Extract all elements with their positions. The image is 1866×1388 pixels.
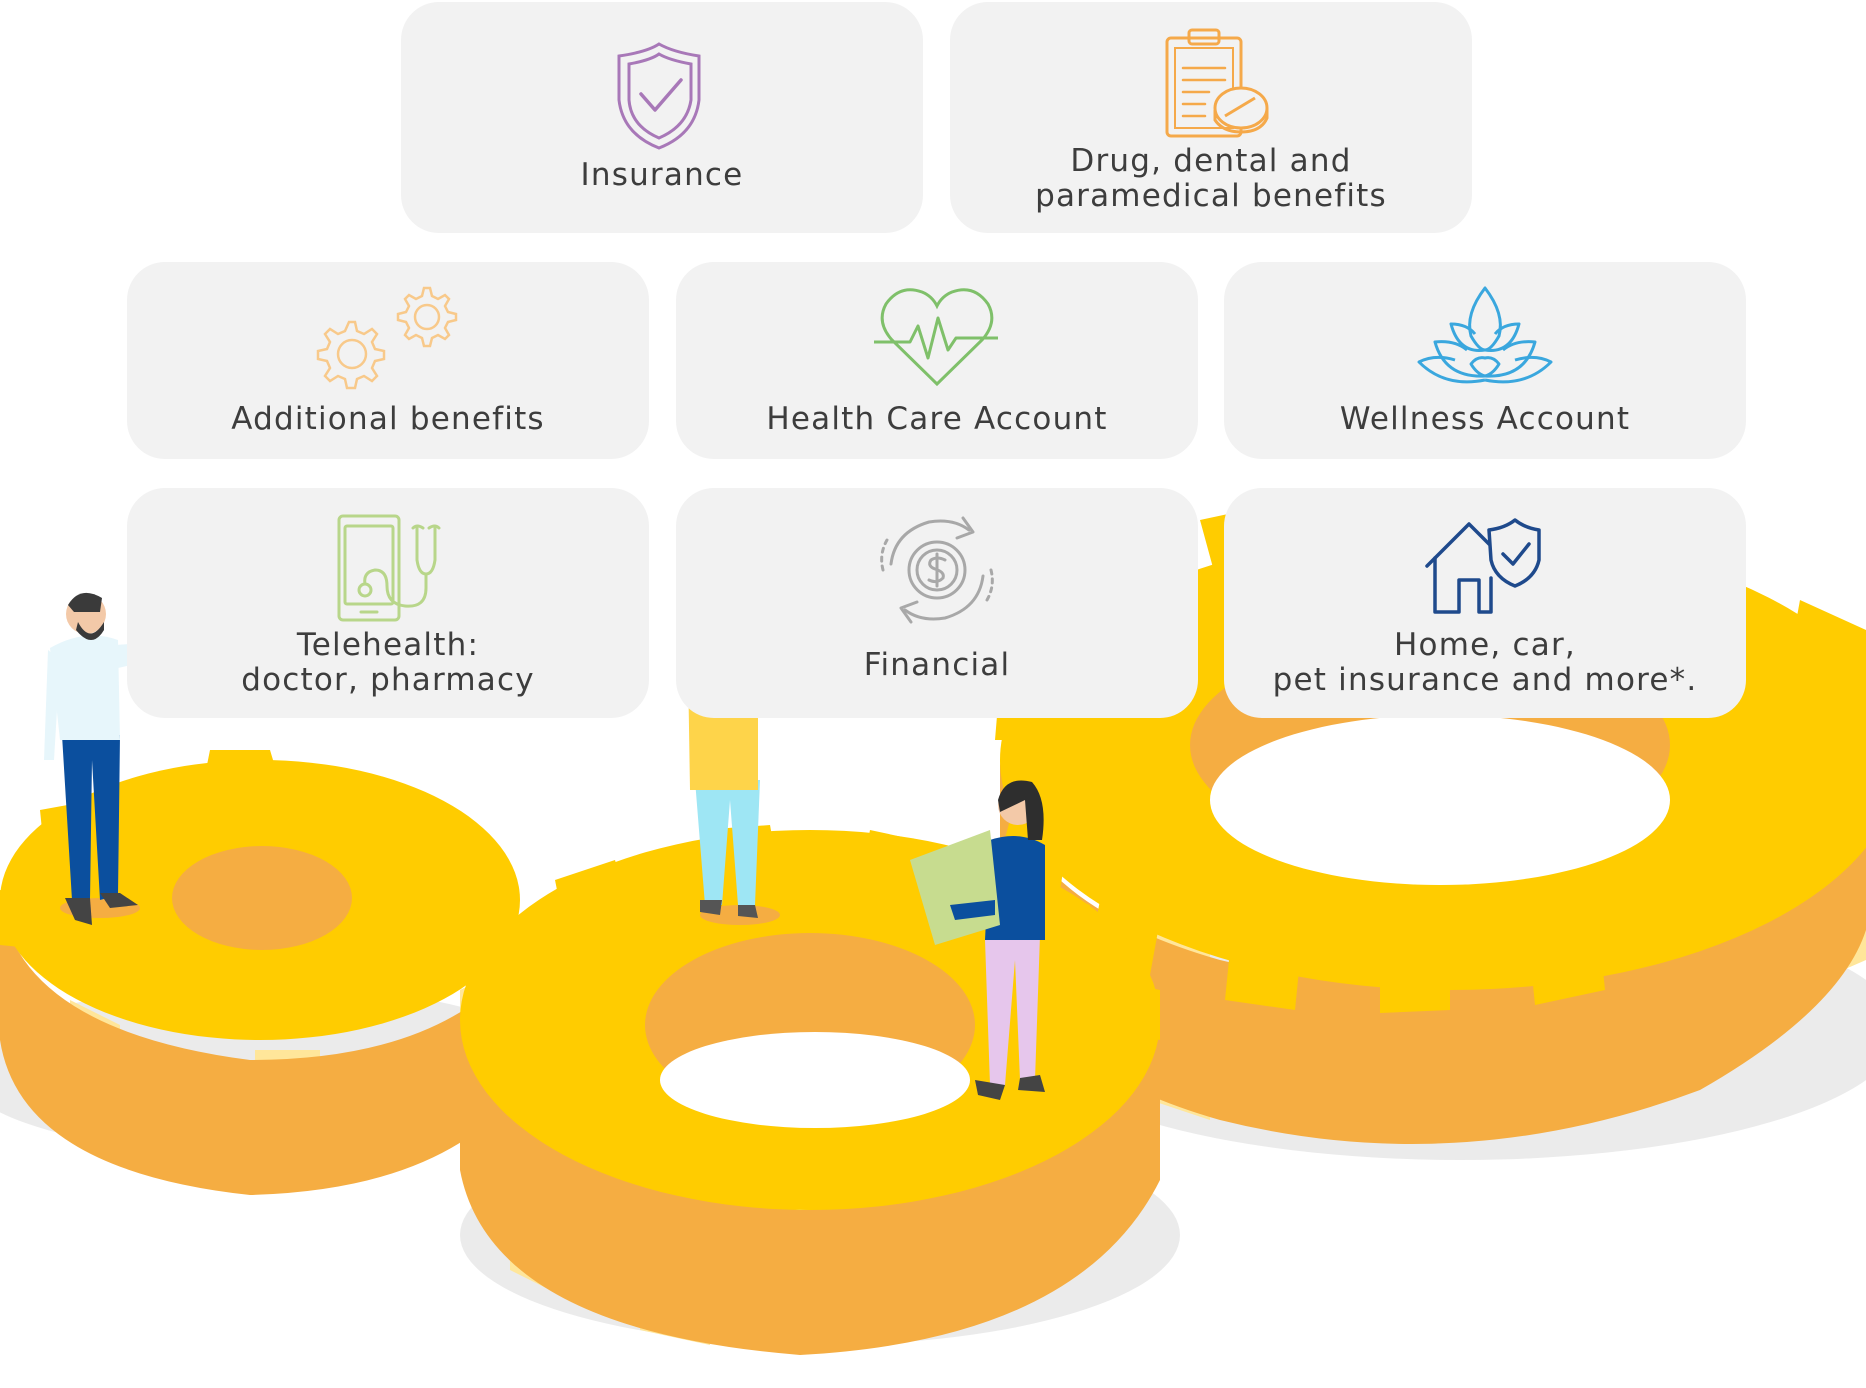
gears-icon	[316, 286, 458, 390]
health-care-account-card[interactable]: Health Care Account	[676, 262, 1198, 459]
telehealth-label: Telehealth: doctor, pharmacy	[241, 627, 535, 698]
home-car-pet-card[interactable]: Home, car, pet insurance and more*.	[1224, 488, 1746, 718]
middle-gear	[460, 825, 1180, 1355]
shield-check-icon	[617, 42, 701, 150]
clipboard-pill-icon	[1165, 28, 1269, 138]
drug-dental-paramedical-card[interactable]: Drug, dental and paramedical benefits	[950, 2, 1472, 233]
wellness-account-card[interactable]: Wellness Account	[1224, 262, 1746, 459]
additional-benefits-card[interactable]: Additional benefits	[127, 262, 649, 459]
woman-with-paper-figure	[910, 780, 1045, 1100]
insurance-card[interactable]: Insurance	[401, 2, 923, 233]
health-care-account-label: Health Care Account	[766, 401, 1108, 437]
wellness-account-label: Wellness Account	[1339, 401, 1631, 437]
drug-dental-label: Drug, dental and paramedical benefits	[1035, 143, 1387, 214]
dollar-cycle-icon	[880, 516, 994, 624]
telehealth-card[interactable]: Telehealth: doctor, pharmacy	[127, 488, 649, 718]
financial-label: Financial	[863, 647, 1011, 683]
lotus-icon	[1417, 286, 1553, 384]
insurance-label: Insurance	[580, 157, 744, 193]
home-car-pet-label: Home, car, pet insurance and more*.	[1272, 627, 1698, 698]
phone-stethoscope-icon	[337, 514, 441, 622]
house-shield-icon	[1425, 518, 1541, 614]
heart-pulse-icon	[874, 288, 998, 387]
financial-card[interactable]: Financial	[676, 488, 1198, 718]
additional-benefits-label: Additional benefits	[231, 401, 545, 437]
